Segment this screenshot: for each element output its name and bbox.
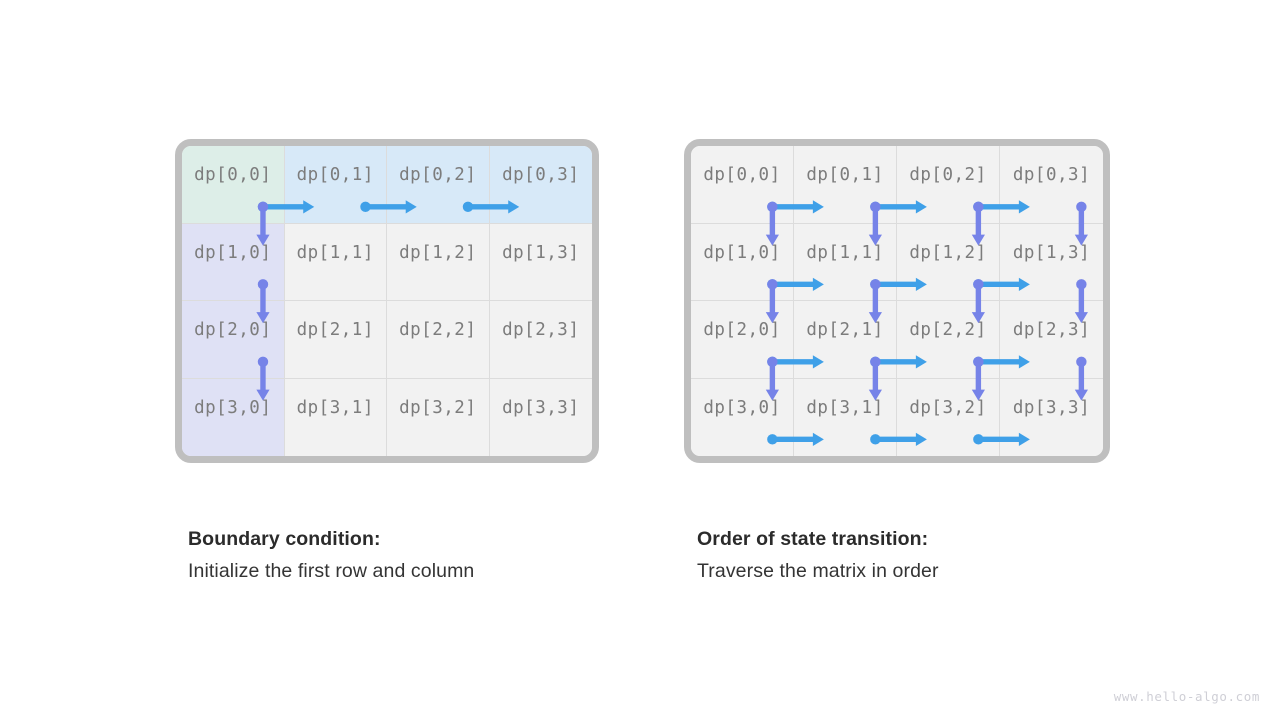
dp-cell-label: dp[1,0] (703, 242, 781, 263)
dp-cell-label: dp[1,1] (296, 242, 374, 263)
dp-cell-label: dp[1,2] (399, 242, 477, 263)
caption-body: Traverse the matrix in order (697, 560, 939, 582)
dp-cell-label: dp[3,0] (703, 398, 781, 419)
boundary-condition-panel: dp[0,0] dp[0,1] dp[0,2] dp[0,3] dp[1,0] dp[1,… (175, 139, 599, 463)
dp-cell-label: dp[0,1] (806, 165, 884, 186)
dp-cell: dp[0,3] (489, 146, 592, 224)
dp-cell-label: dp[2,2] (909, 320, 987, 341)
dp-cell: dp[1,1] (284, 223, 387, 301)
dp-cell-label: dp[3,0] (194, 398, 272, 419)
dp-cell: dp[3,2] (897, 378, 1000, 456)
dp-cell: dp[0,1] (794, 146, 897, 224)
dp-cell: dp[0,2] (897, 146, 1000, 224)
state-transition-panel: dp[0,0] dp[0,1] dp[0,2] dp[0,3] dp[1,0] dp[1,… (684, 139, 1110, 463)
dp-cell: dp[2,3] (489, 301, 592, 379)
watermark: www.hello-algo.com (1113, 689, 1260, 704)
dp-cell-label: dp[2,0] (194, 320, 272, 341)
dp-cell: dp[0,0] (182, 146, 285, 224)
dp-cell: dp[2,1] (794, 301, 897, 379)
dp-grid-transition: dp[0,0] dp[0,1] dp[0,2] dp[0,3] dp[1,0] dp[1,… (691, 146, 1103, 456)
dp-cell-label: dp[1,2] (909, 242, 987, 263)
dp-cell-label: dp[0,2] (399, 165, 477, 186)
dp-cell: dp[1,1] (794, 223, 897, 301)
dp-cell: dp[3,1] (284, 378, 387, 456)
dp-cell: dp[0,3] (1000, 146, 1103, 224)
dp-cell-label: dp[2,1] (806, 320, 884, 341)
dp-cell-label: dp[3,1] (296, 398, 374, 419)
dp-cell: dp[0,0] (691, 146, 794, 224)
dp-cell: dp[2,0] (182, 301, 285, 379)
dp-cell: dp[2,0] (691, 301, 794, 379)
dp-cell-label: dp[3,2] (399, 398, 477, 419)
dp-cell-label: dp[1,0] (194, 242, 272, 263)
dp-cell: dp[1,0] (691, 223, 794, 301)
dp-cell: dp[3,0] (691, 378, 794, 456)
dp-grid-boundary: dp[0,0] dp[0,1] dp[0,2] dp[0,3] dp[1,0] dp[1,… (182, 146, 592, 456)
dp-cell: dp[2,1] (284, 301, 387, 379)
dp-cell: dp[3,2] (387, 378, 490, 456)
dp-cell: dp[3,1] (794, 378, 897, 456)
dp-cell-label: dp[0,3] (502, 165, 580, 186)
dp-cell: dp[1,3] (1000, 223, 1103, 301)
caption-title: Order of state transition: (697, 528, 929, 550)
caption-body: Initialize the first row and column (188, 560, 475, 582)
caption-state-transition: Order of state transition: Traverse the … (697, 528, 939, 583)
dp-cell-label: dp[0,2] (909, 165, 987, 186)
dp-cell: dp[0,2] (387, 146, 490, 224)
caption-boundary-condition: Boundary condition: Initialize the first… (188, 528, 474, 583)
dp-cell-label: dp[0,0] (703, 165, 781, 186)
dp-cell: dp[0,1] (284, 146, 387, 224)
dp-cell-label: dp[0,0] (194, 165, 272, 186)
dp-cell: dp[3,3] (489, 378, 592, 456)
dp-cell: dp[3,3] (1000, 378, 1103, 456)
dp-cell-label: dp[1,3] (1012, 242, 1091, 263)
dp-cell-label: dp[2,2] (399, 320, 477, 341)
dp-cell-label: dp[3,3] (502, 398, 580, 419)
dp-cell: dp[2,2] (387, 301, 490, 379)
dp-cell-label: dp[3,2] (909, 398, 987, 419)
dp-cell-label: dp[1,3] (502, 242, 580, 263)
caption-title: Boundary condition: (188, 528, 381, 550)
dp-cell-label: dp[2,3] (502, 320, 580, 341)
dp-cell-label: dp[2,3] (1012, 320, 1091, 341)
dp-cell-label: dp[3,1] (806, 398, 884, 419)
dp-cell-label: dp[1,1] (806, 242, 884, 263)
dp-cell: dp[1,0] (182, 223, 285, 301)
dp-cell: dp[1,2] (897, 223, 1000, 301)
dp-cell-label: dp[0,1] (296, 165, 374, 186)
dp-cell-label: dp[0,3] (1012, 165, 1091, 186)
dp-cell: dp[1,2] (387, 223, 490, 301)
dp-cell-label: dp[3,3] (1012, 398, 1091, 419)
dp-cell: dp[2,3] (1000, 301, 1103, 379)
dp-cell: dp[3,0] (182, 378, 285, 456)
dp-cell-label: dp[2,0] (703, 320, 781, 341)
dp-cell-label: dp[2,1] (296, 320, 374, 341)
dp-cell: dp[1,3] (489, 223, 592, 301)
dp-cell: dp[2,2] (897, 301, 1000, 379)
